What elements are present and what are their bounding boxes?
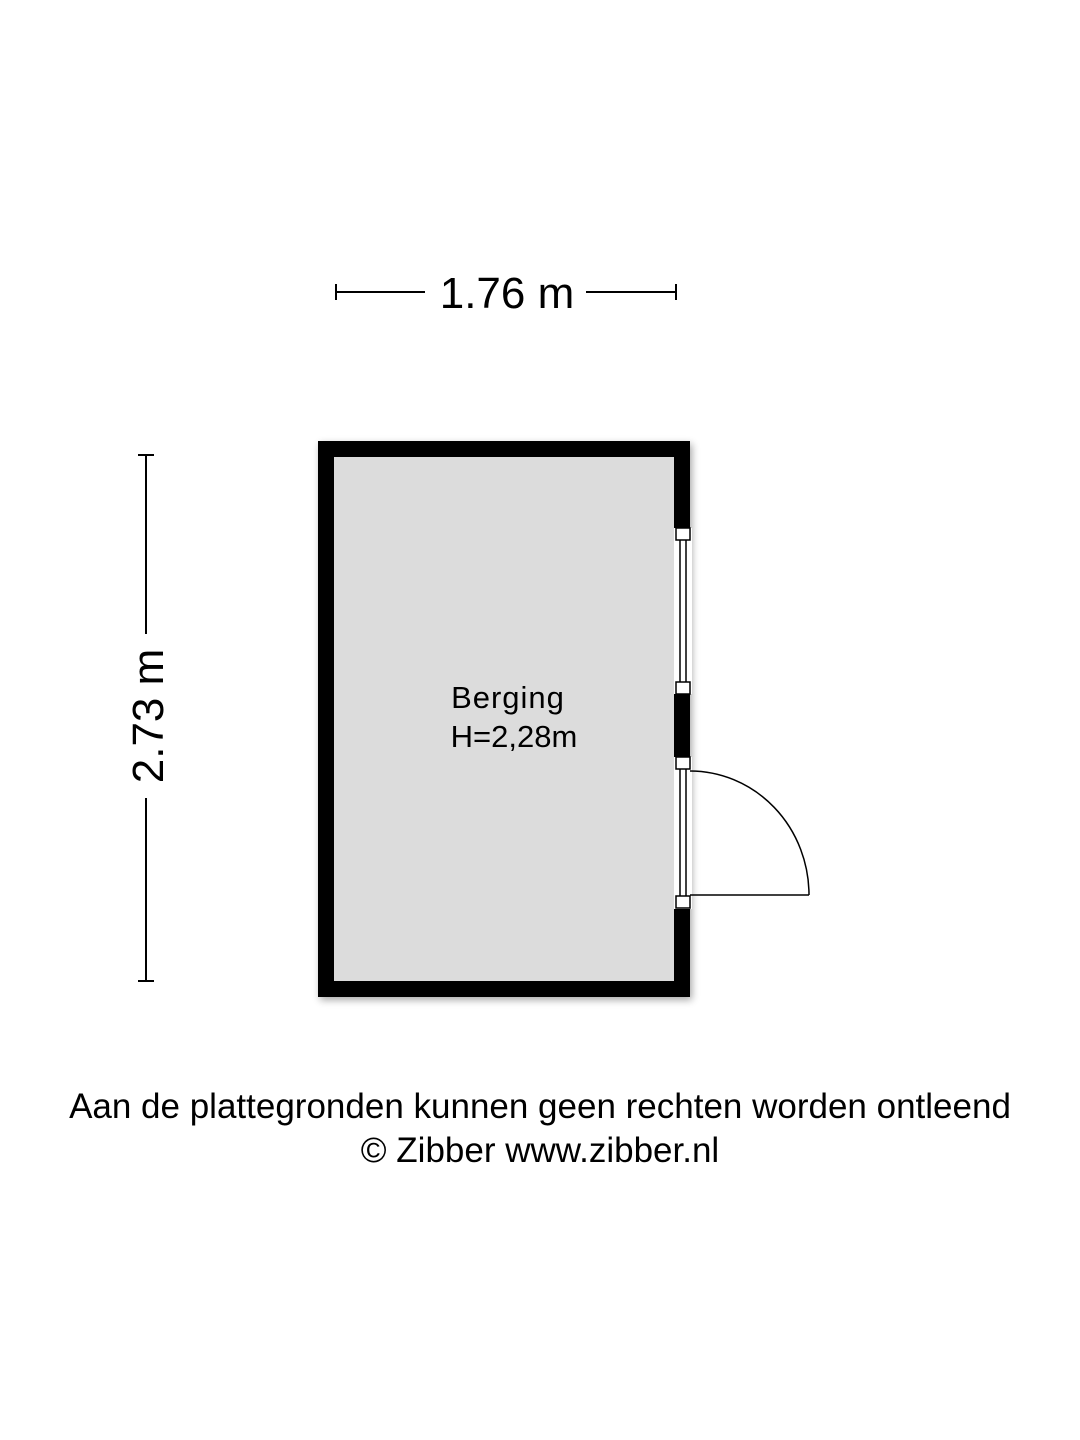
room-floor xyxy=(334,457,674,981)
room-name-label: Berging xyxy=(451,680,565,715)
footer-disclaimer: Aan de plattegronden kunnen geen rechten… xyxy=(69,1087,1011,1126)
room-berging xyxy=(318,441,690,997)
door-frame-bottom xyxy=(675,895,691,909)
height-dimension: 2.73 m xyxy=(124,454,173,982)
window-opening xyxy=(674,528,692,694)
height-dimension-label: 2.73 m xyxy=(124,649,173,784)
window xyxy=(674,527,692,695)
window-frame-bottom xyxy=(675,681,691,695)
width-dimension: 1.76 m xyxy=(335,269,677,318)
footer-copyright: © Zibber www.zibber.nl xyxy=(360,1131,720,1170)
door-swing-arc xyxy=(689,770,810,896)
room-height-label: H=2,28m xyxy=(451,719,578,754)
door-frame-top xyxy=(675,756,691,770)
window-frame-top xyxy=(675,527,691,541)
width-dimension-label: 1.76 m xyxy=(440,269,575,318)
door-opening xyxy=(674,757,692,909)
door xyxy=(674,756,810,909)
